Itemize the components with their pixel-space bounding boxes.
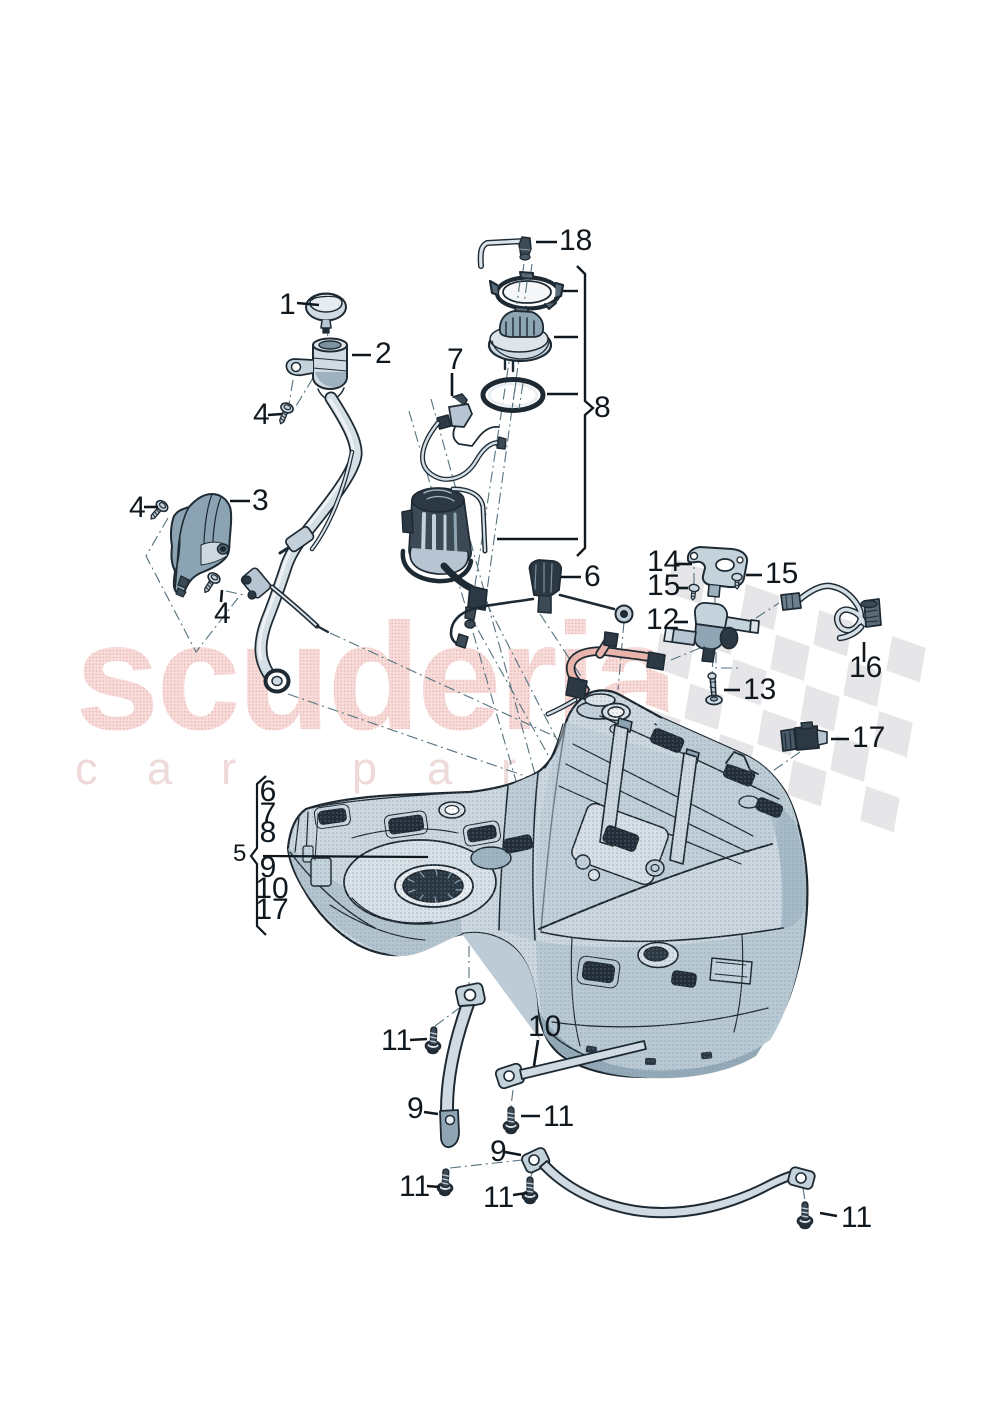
svg-text:8: 8 <box>594 391 611 424</box>
svg-text:9: 9 <box>260 851 277 884</box>
svg-text:11: 11 <box>483 1181 514 1214</box>
svg-text:r: r <box>501 743 516 794</box>
svg-text:2: 2 <box>375 337 392 370</box>
svg-text:6: 6 <box>584 560 601 593</box>
svg-text:7: 7 <box>260 797 277 830</box>
svg-text:14: 14 <box>647 545 680 578</box>
svg-text:13: 13 <box>743 673 776 706</box>
svg-text:12: 12 <box>646 603 679 636</box>
svg-text:9: 9 <box>490 1135 507 1168</box>
svg-text:11: 11 <box>841 1201 872 1234</box>
svg-text:8: 8 <box>260 816 277 849</box>
svg-text:c: c <box>75 743 98 794</box>
svg-text:a: a <box>427 743 453 794</box>
svg-text:11: 11 <box>399 1170 430 1203</box>
svg-text:18: 18 <box>559 224 592 257</box>
svg-text:4: 4 <box>214 597 231 630</box>
svg-text:11: 11 <box>381 1024 412 1057</box>
svg-text:17: 17 <box>255 893 288 926</box>
svg-text:15: 15 <box>765 557 798 590</box>
svg-text:10: 10 <box>255 872 288 905</box>
svg-text:a: a <box>147 743 173 794</box>
svg-text:5: 5 <box>233 840 246 867</box>
svg-text:17: 17 <box>852 721 885 754</box>
svg-text:4: 4 <box>253 398 270 431</box>
svg-text:6: 6 <box>260 775 277 808</box>
svg-text:10: 10 <box>528 1010 561 1043</box>
svg-text:16: 16 <box>849 651 882 684</box>
svg-text:15: 15 <box>647 569 680 602</box>
svg-text:7: 7 <box>447 343 464 376</box>
svg-text:1: 1 <box>279 288 296 321</box>
svg-text:11: 11 <box>543 1100 574 1133</box>
svg-text:3: 3 <box>252 484 269 517</box>
svg-text:p: p <box>352 743 377 794</box>
svg-text:r: r <box>221 743 236 794</box>
svg-text:9: 9 <box>407 1092 424 1125</box>
svg-text:4: 4 <box>129 491 146 524</box>
